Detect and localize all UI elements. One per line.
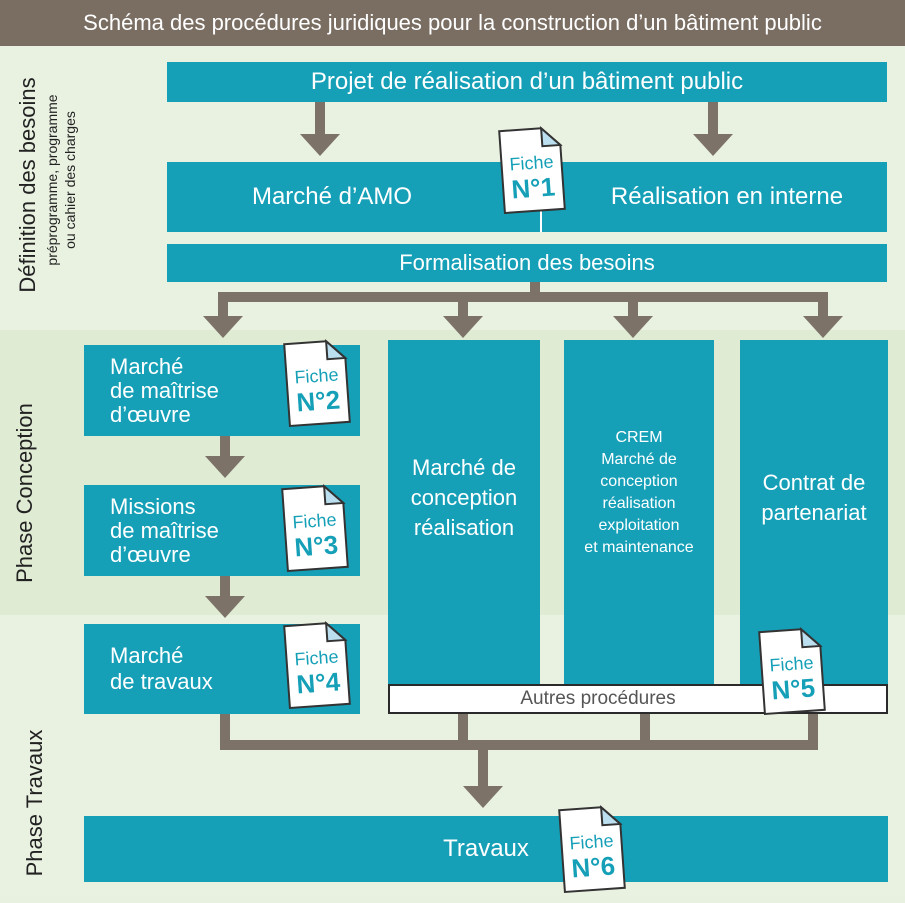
partenariat-line-1: Contrat de [762,469,866,495]
crem-line-2: Marché de [601,450,677,468]
crem-line-6: et maintenance [584,538,694,556]
connector-bottom-left-drop [220,714,230,750]
arrow-proj-right [693,134,733,156]
box-partenariat: Contrat de partenariat [740,340,888,685]
missions-line-3: d’œuvre [110,541,191,567]
arrow-to-travaux [463,786,503,808]
crem-line-4: réalisation [602,494,676,512]
connector-formalisation-down [530,282,540,300]
travaux-marche-line-2: de travaux [110,669,213,694]
connector-bottom-drop-2 [458,714,468,750]
fiche-4-icon: Fiche N°4 [282,620,352,710]
connector-drop-2 [458,292,468,320]
connector-proj-right [708,102,718,138]
connector-drop-3 [628,292,638,320]
fiche-1-icon: Fiche N°1 [497,125,567,215]
arrow-drop-4 [803,316,843,338]
box-crem: CREM Marché de conception réalisation ex… [564,340,714,685]
phase-sublabel-2: ou cahier des charges [62,111,78,249]
arrow-proj-left [300,134,340,156]
crem-line-5: exploitation [598,516,680,534]
arrow-missions-travaux [205,596,245,618]
cr-line-2: conception [410,484,518,510]
crem-line-3: conception [600,472,678,490]
arrow-drop-2 [443,316,483,338]
phase-label-travaux: Phase Travaux [22,729,47,877]
missions-line-2: de maîtrise [110,517,219,543]
box-travaux: Travaux [84,816,888,882]
arrow-moe-missions [205,456,245,478]
connector-drop-1 [218,292,228,320]
moe-line-1: Marché [110,353,184,379]
travaux-marche-line-1: Marché [110,643,184,668]
label-interne: Réalisation en interne [610,183,844,210]
box-conception-realisation: Marché de conception réalisation [388,340,540,685]
phase-label-definition: Définition des besoins [15,77,40,293]
connector-bottom-drop-4 [808,714,818,750]
connector-bottom-drop-3 [640,714,650,750]
fiche-3-icon: Fiche N°3 [280,483,350,573]
fiche-2-icon: Fiche N°2 [282,338,352,428]
fiche-5-icon: Fiche N°5 [757,626,827,716]
phase-label-conception: Phase Conception [12,403,37,583]
phase-sublabel-1: préprogramme, programme [44,94,60,266]
fiche-6-icon: Fiche N°6 [557,804,627,894]
connector-missions-travaux [220,576,230,600]
label-autres: Autres procédures [520,688,676,709]
connector-moe-missions [220,436,230,460]
connector-to-travaux [478,740,488,790]
moe-line-2: de maîtrise [110,377,219,403]
label-amo: Marché d’AMO [251,183,413,210]
connector-drop-4 [818,292,828,320]
arrow-drop-1 [203,316,243,338]
diagram-title: Schéma des procédures juridiques pour la… [0,0,905,46]
cr-line-1: Marché de [412,454,516,480]
partenariat-line-2: partenariat [761,499,867,525]
box-projet: Projet de réalisation d’un bâtiment publ… [167,62,887,102]
cr-line-3: réalisation [413,514,515,540]
connector-horizontal-top [218,292,828,302]
crem-line-1: CREM [615,428,663,446]
arrow-drop-3 [613,316,653,338]
box-formalisation: Formalisation des besoins [167,244,887,282]
moe-line-3: d’œuvre [110,401,191,427]
connector-proj-left [315,102,325,138]
connector-horizontal-bottom [220,740,818,750]
missions-line-1: Missions [110,493,196,519]
